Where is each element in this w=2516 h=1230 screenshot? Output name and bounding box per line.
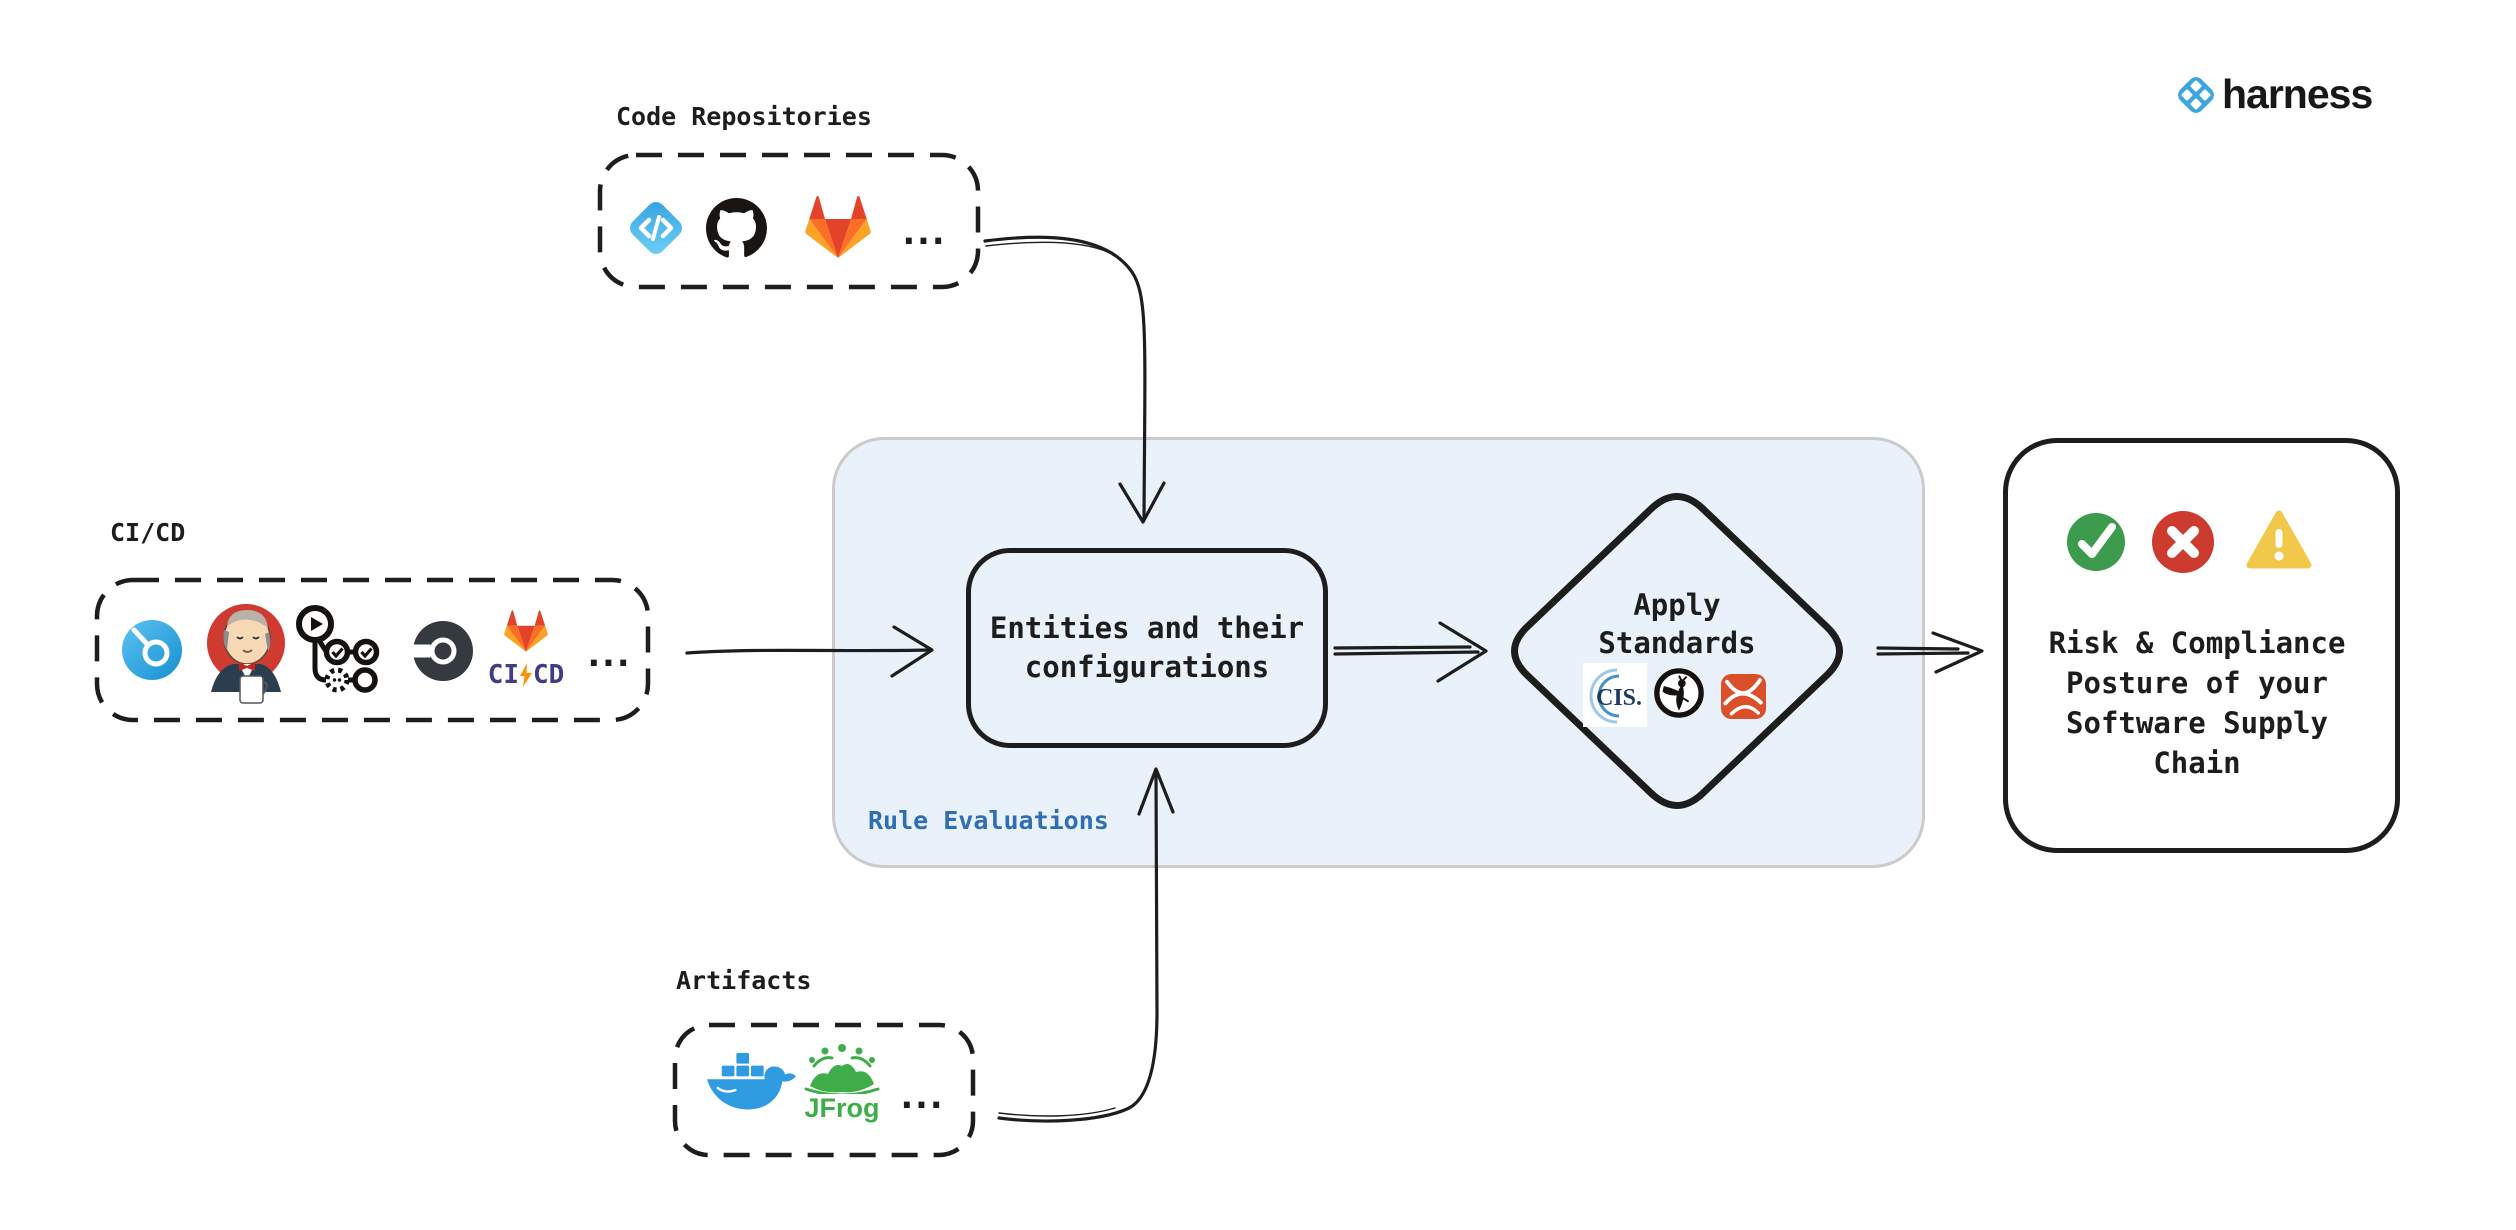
warning-icon: [2246, 510, 2312, 570]
check-icon: [2067, 513, 2125, 571]
risk-posture-text: Risk & Compliance Posture of your Softwa…: [2048, 626, 2346, 780]
docker-icon: [704, 1051, 798, 1129]
gitlab-icon: [803, 194, 873, 260]
azure-repos-icon: [624, 196, 688, 260]
harness-logo-icon: [2174, 73, 2218, 117]
artifacts-label: Artifacts: [676, 966, 812, 995]
jfrog-wordmark: JFrog: [804, 1093, 880, 1123]
code-repositories-ellipsis: ...: [898, 212, 949, 253]
cis-wordmark: CIS.: [1596, 685, 1642, 711]
risk-posture-node: [2003, 438, 2400, 853]
harness-wordmark: harness: [2222, 71, 2373, 117]
cicd-ellipsis: ...: [583, 634, 634, 675]
github-icon: [706, 198, 767, 259]
jfrog-icon: JFrog: [798, 1044, 886, 1122]
rule-evaluations-label: Rule Evaluations: [868, 806, 1109, 835]
security-standard-icon: [1721, 674, 1766, 719]
circleci-icon: [409, 617, 477, 685]
jenkins-icon: [203, 596, 289, 706]
gitlab-cicd-icon: CI CD: [487, 609, 565, 690]
github-actions-icon: [296, 604, 384, 694]
entities-node: Entities and their configurations: [966, 548, 1328, 748]
gitlab-ci-text: CI: [487, 660, 519, 690]
apply-standards-text: Apply Standards: [1598, 588, 1756, 660]
cis-icon: CIS.: [1583, 663, 1647, 727]
gitlab-cd-text: CD: [533, 660, 565, 690]
cicd-label: CI/CD: [110, 518, 186, 547]
code-repositories-label: Code Repositories: [616, 102, 872, 131]
owasp-icon: [1653, 667, 1705, 719]
cross-icon: [2152, 511, 2214, 573]
lightning-bolt-icon: [520, 663, 532, 687]
artifacts-ellipsis: ...: [896, 1076, 947, 1117]
harness-ci-icon: [120, 618, 184, 682]
entities-node-text: Entities and their configurations: [989, 611, 1305, 684]
